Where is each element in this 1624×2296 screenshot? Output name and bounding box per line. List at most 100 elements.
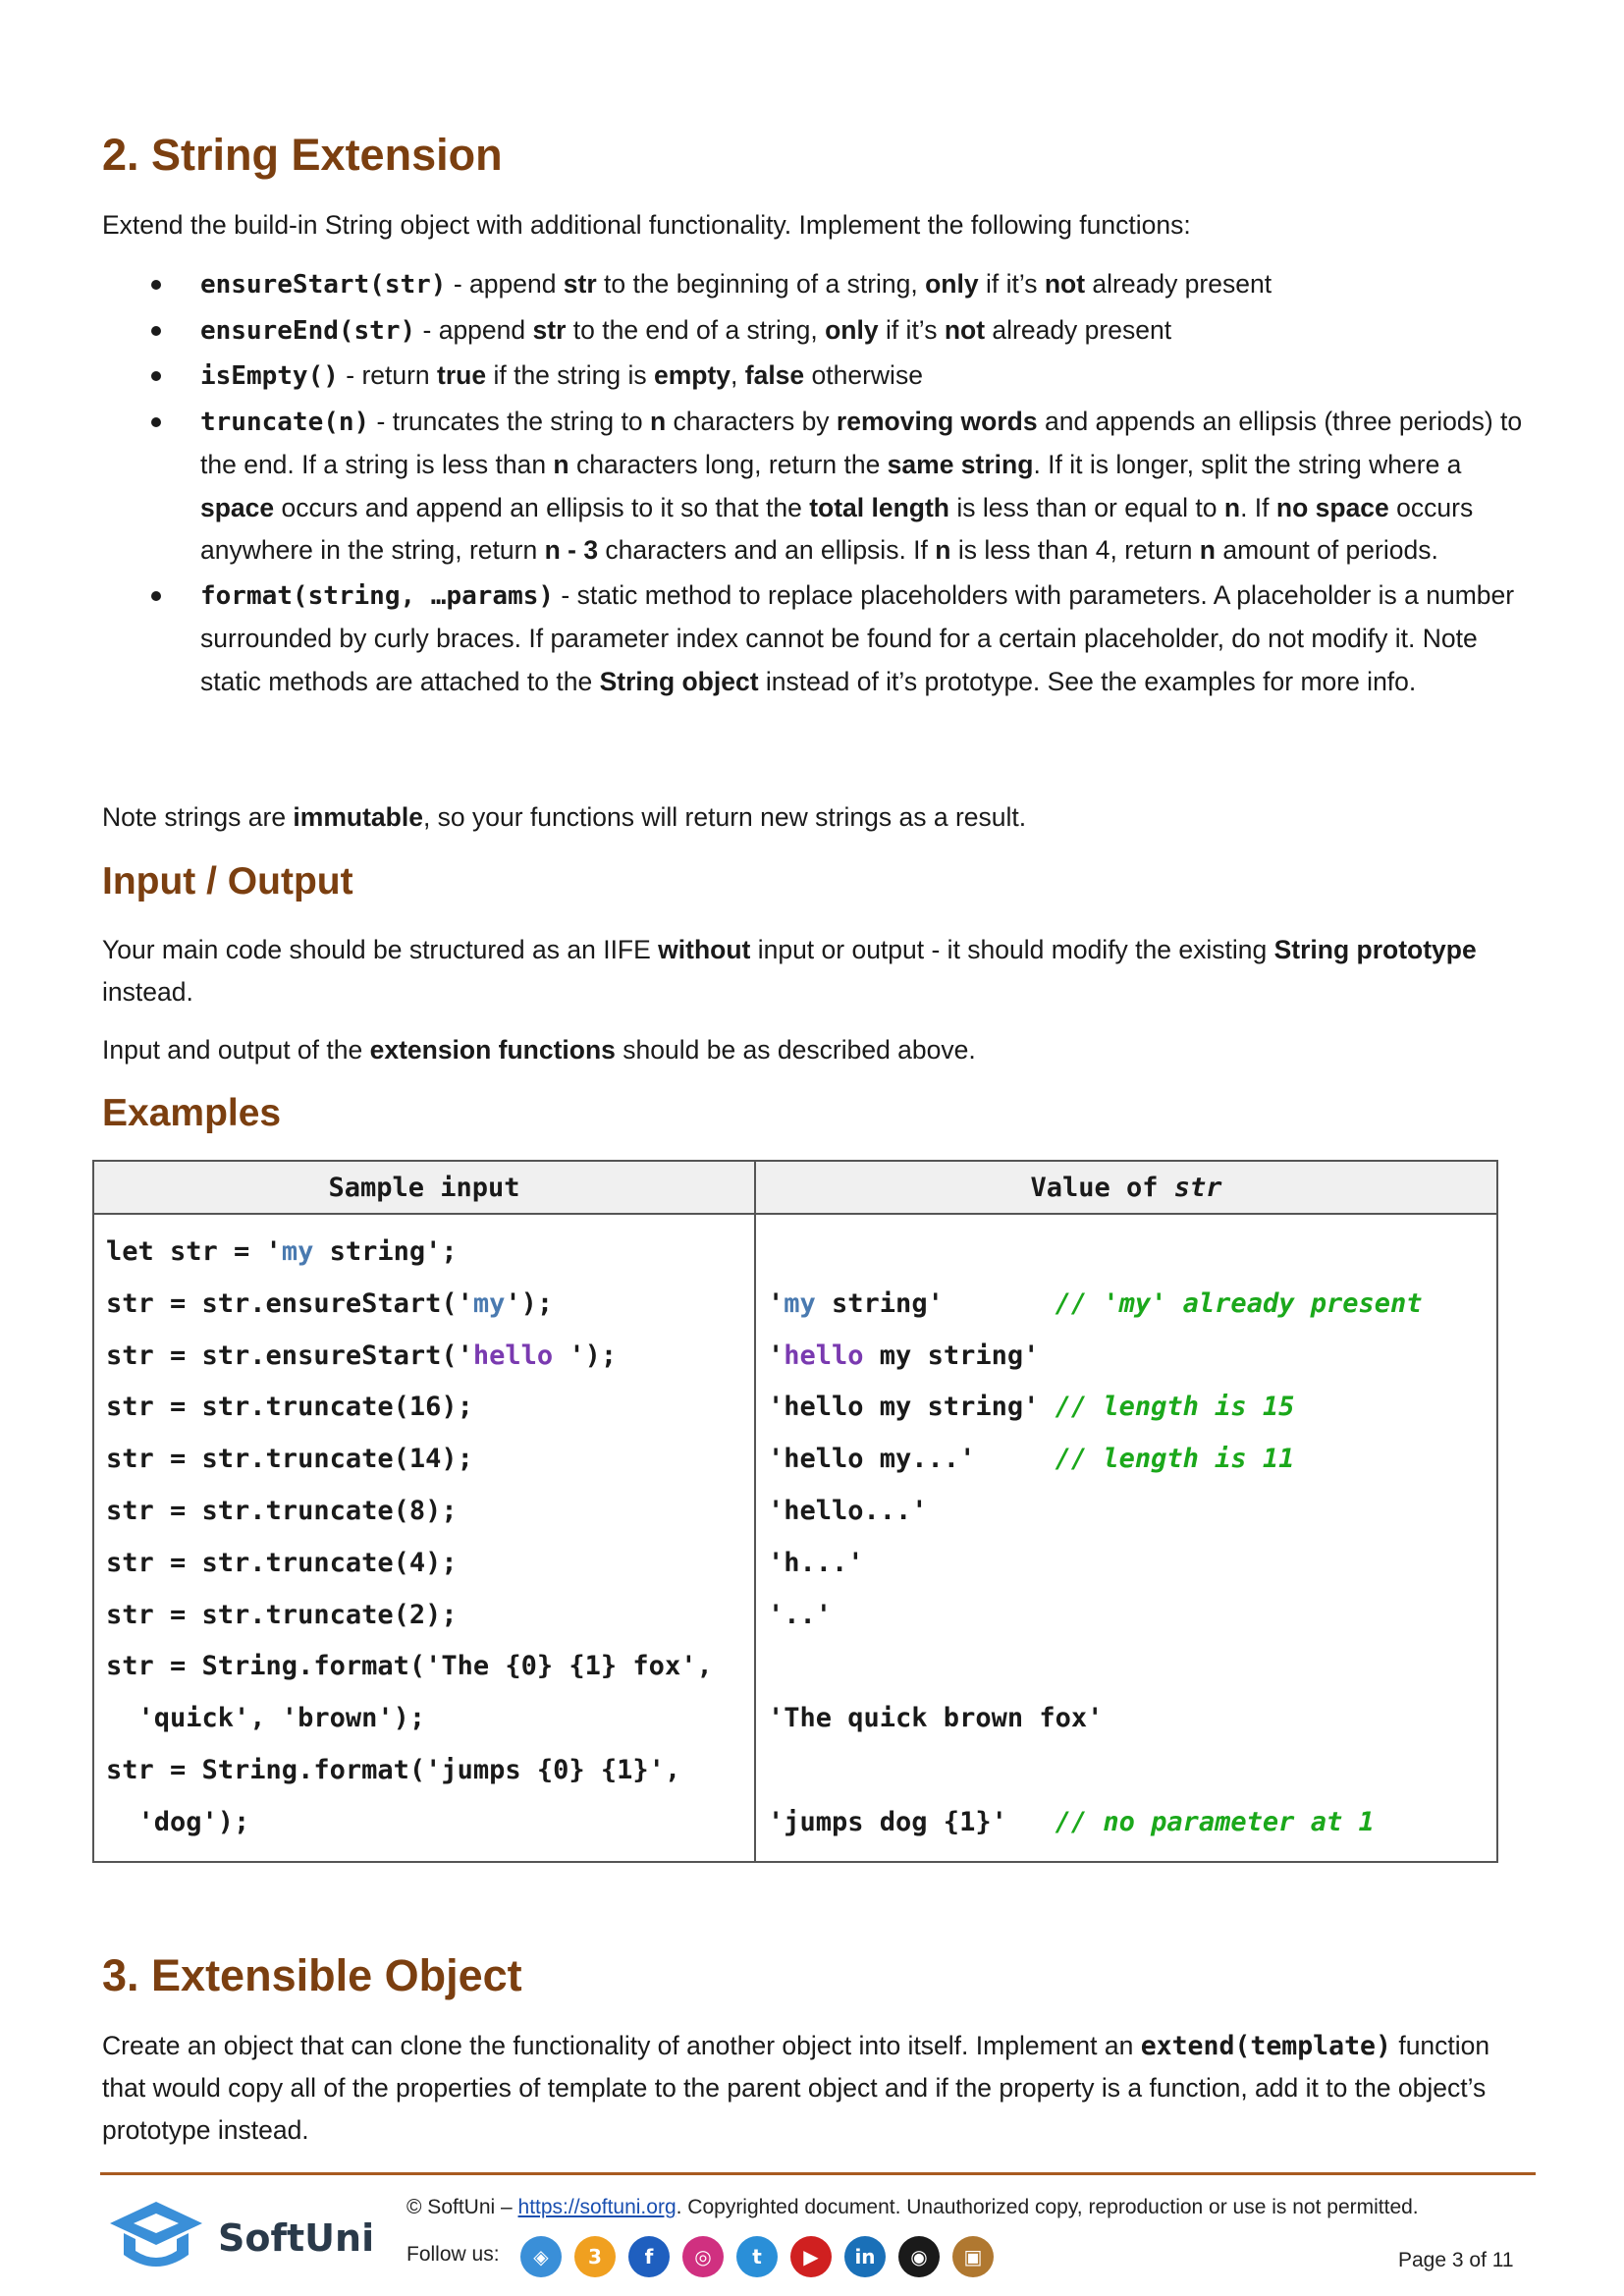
softuni-box-icon[interactable]: ▣ [952,2236,994,2277]
code-token: str = str.ensureStart(' [106,1287,473,1319]
code-line: str = String.format('jumps {0} {1}', [106,1745,744,1797]
github-icon[interactable]: ◉ [898,2236,940,2277]
text-run: if it’s [878,314,945,345]
page-number: Page 3 of 11 [1398,2249,1514,2271]
code-comment: // length is 15 [1055,1392,1295,1423]
function-list-item: format(string, …params) - static method … [102,574,1536,704]
softuni-link[interactable]: https://softuni.org [517,2196,677,2218]
bold-text: immutable [293,802,423,832]
code-line: str = str.truncate(4); [106,1538,744,1590]
text-run: - return [338,360,438,390]
function-list-item: ensureStart(str) - append str to the beg… [102,263,1536,307]
function-list-item: isEmpty() - return true if the string is… [102,355,1536,399]
code-line: let str = 'my string'; [106,1227,744,1279]
text-run: - static method to replace placeholders … [200,579,1515,696]
code-token: 'jumps dog {1}' [768,1806,1056,1837]
section-3-title: 3. Extensible Object [102,1950,522,2000]
text-run: occurs anywhere in the string, return [200,492,1474,566]
code-token: str = String.format('jumps {0} {1}', [106,1754,681,1785]
value-cell: 'my string' // 'my' already present'hell… [754,1213,1498,1863]
code-line: str = str.truncate(8); [106,1486,744,1538]
code-line: '..' [768,1590,1487,1642]
code-line [768,1745,1487,1797]
sample-input-cell: let str = 'my string';str = str.ensureSt… [92,1213,756,1863]
text-run: already present [1085,269,1272,299]
code-comment: // 'my' already present [1055,1287,1423,1319]
text-run: is less than 4, return [950,535,1200,565]
code-token: ' [768,1287,785,1319]
code-line: 'hello my string' [768,1331,1487,1383]
io-paragraph-1: Your main code should be structured as a… [102,929,1516,1013]
facebook-icon[interactable]: f [628,2236,670,2277]
bold-text: only [825,314,879,345]
text-run: instead. [102,977,193,1007]
bold-text: n [649,406,667,436]
code-token: my [281,1236,314,1267]
text-run: if it’s [978,269,1045,299]
code-token: my [784,1287,816,1319]
text-run: Input and output of the [102,1035,370,1065]
section-2-intro: Extend the build-in String object with a… [102,210,1191,240]
io-paragraph-2: Input and output of the extension functi… [102,1029,1536,1071]
code-token: '); [553,1339,618,1371]
function-list-item: ensureEnd(str) - append str to the end o… [102,309,1536,354]
immutable-note: Note strings are immutable, so your func… [102,796,1536,839]
examples-title: Examples [102,1092,282,1134]
code-token: hello [472,1339,554,1371]
bold-text: n - 3 [544,535,599,565]
twitter-icon[interactable]: t [736,2236,778,2277]
code-line: str = str.ensureStart('my'); [106,1279,744,1331]
bold-text: only [925,269,979,299]
code-line: str = str.truncate(16); [106,1382,744,1434]
text-run: Create an object that can clone the func… [102,2031,1141,2060]
code-token: my string' [863,1339,1040,1371]
code-line: str = str.ensureStart('hello '); [106,1331,744,1383]
text-run: - append [446,269,564,299]
function-list-item: truncate(n) - truncates the string to n … [102,401,1536,573]
bold-text: not [944,314,986,345]
code-line: 'my string' // 'my' already present [768,1279,1487,1331]
text-run: - truncates the string to [369,406,650,436]
softuni-logo-icon [110,2202,202,2267]
code-token: str = str.truncate(8); [106,1495,458,1526]
text-run: and appends an ellipsis (three periods) … [200,406,1523,480]
bold-text: space [200,492,275,522]
examples-table: Sample input Value of str let str = 'my … [92,1160,1498,1863]
code-token: string'; [313,1236,458,1267]
softuni-creative-icon[interactable]: 3 [574,2236,616,2277]
code-token: str = String.format('The {0} {1} fox', [106,1651,713,1682]
text-run: amount of periods. [1215,535,1438,565]
bold-text: str [532,314,567,345]
code-token: 'h...' [768,1547,864,1578]
bold-text: without [658,935,751,964]
bold-text: removing words [836,406,1038,436]
code-token: str = str.truncate(14); [106,1444,473,1475]
code-token: let str = ' [106,1236,282,1267]
bold-text: empty [653,360,731,390]
instagram-icon[interactable]: ◎ [682,2236,724,2277]
code-token: 'dog'); [106,1806,250,1837]
code-line: 'h...' [768,1538,1487,1590]
code-token: str = str.truncate(16); [106,1392,473,1423]
bullet-icon [151,371,161,381]
code-token: 'hello my string' [768,1392,1056,1423]
text-run: if the string is [486,360,654,390]
code-line: 'hello my...' // length is 11 [768,1434,1487,1486]
code-line: 'hello my string' // length is 15 [768,1382,1487,1434]
code-token: str = str.truncate(4); [106,1547,458,1578]
bullet-icon [151,325,161,336]
youtube-icon[interactable]: ▶ [790,2236,832,2277]
softuni-icon[interactable]: ◈ [520,2236,562,2277]
code-token: str = str.truncate(2); [106,1599,458,1630]
copyright: © SoftUni – https://softuni.org. Copyrig… [406,2196,1419,2218]
text-run: . If [1240,492,1276,522]
function-list: ensureStart(str) - append str to the beg… [102,263,1536,705]
code-comment: // no parameter at 1 [1055,1806,1375,1837]
code-line: str = str.truncate(2); [106,1590,744,1642]
code-token: str = str.ensureStart(' [106,1339,473,1371]
bold-text: not [1044,269,1086,299]
code-line: 'dog'); [106,1797,744,1849]
linkedin-icon[interactable]: in [844,2236,886,2277]
text-run: characters long, return the [568,450,888,479]
